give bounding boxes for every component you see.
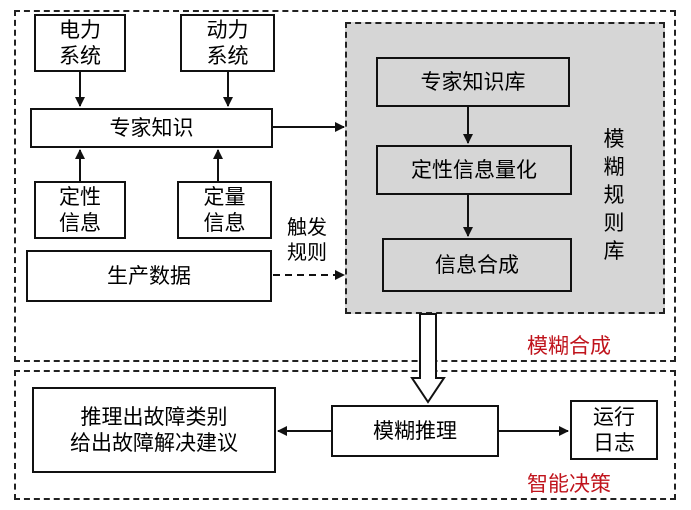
info-synthesis-box: 信息合成	[382, 238, 572, 292]
smart-decision-label: 智能决策	[527, 472, 611, 496]
trigger-rule-label: 触发 规则	[287, 215, 327, 264]
quantitative-info-box: 定量 信息	[177, 181, 272, 239]
power-system-box: 电力 系统	[34, 14, 126, 72]
expert-kb-box: 专家知识库	[376, 57, 570, 107]
fuzzy-rule-base-label: 模糊 规则 库	[603, 127, 625, 263]
production-data-box: 生产数据	[26, 250, 272, 302]
run-log-box: 运行 日志	[570, 400, 658, 460]
expert-knowledge-box: 专家知识	[30, 108, 273, 148]
qualitative-info-box: 定性 信息	[34, 181, 126, 239]
qualitative-quantify-box: 定性信息量化	[376, 145, 572, 195]
hollow-arrow-to-inference	[410, 313, 446, 404]
dynamic-system-box: 动力 系统	[180, 14, 275, 72]
inference-output-box: 推理出故障类别 给出故障解决建议	[32, 387, 276, 473]
fuzzy-synthesis-label: 模糊合成	[527, 334, 611, 358]
fuzzy-synthesis-region	[14, 10, 676, 362]
fuzzy-inference-box: 模糊推理	[331, 405, 499, 457]
smart-decision-region	[14, 370, 676, 500]
